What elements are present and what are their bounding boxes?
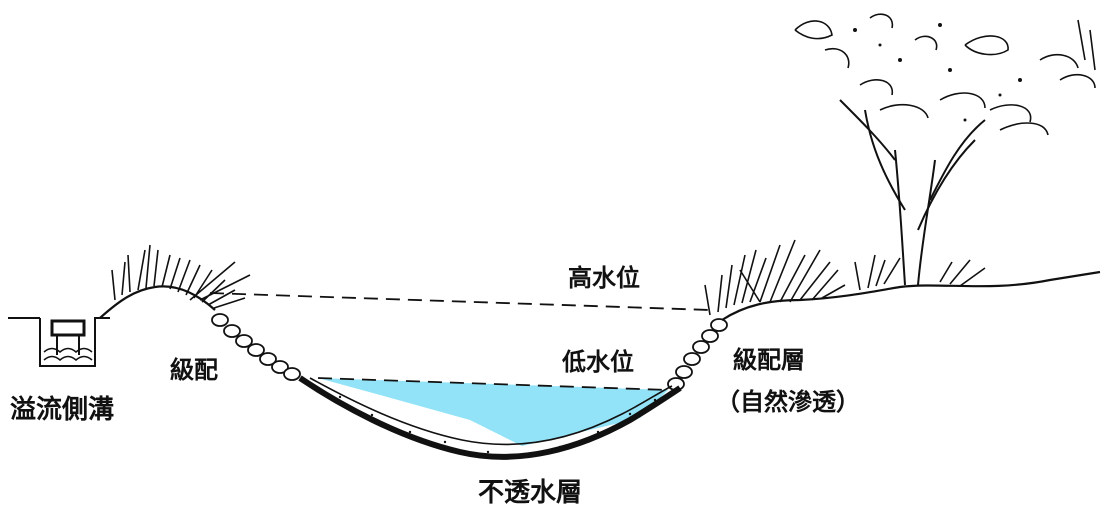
grading-right-label: 級配層	[733, 346, 805, 374]
tree-canopy	[794, 13, 1096, 136]
low-water-label: 低水位	[561, 348, 634, 376]
low-water-line	[317, 377, 669, 391]
left-mound	[99, 285, 216, 319]
tree	[839, 99, 986, 286]
right-gravel-stones	[667, 318, 728, 391]
water-body	[318, 378, 668, 446]
left-gravel-stones	[211, 313, 301, 381]
tree-canopy-dots	[853, 23, 1022, 122]
impermeable-layer-label: 不透水層	[478, 478, 582, 508]
right-grass	[704, 239, 986, 316]
natural-infiltration-label: （自然滲透）	[716, 388, 860, 416]
basin-speckles	[338, 395, 657, 456]
high-water-line	[209, 292, 711, 311]
grading-left-label: 級配	[170, 356, 218, 384]
overflow-ditch-label: 溢流側溝	[10, 395, 114, 425]
left-grass	[111, 244, 251, 309]
overflow-ditch-drawing	[8, 317, 110, 367]
high-water-label: 高水位	[568, 264, 640, 292]
impermeable-basin	[298, 375, 682, 460]
right-ground	[721, 270, 1101, 321]
